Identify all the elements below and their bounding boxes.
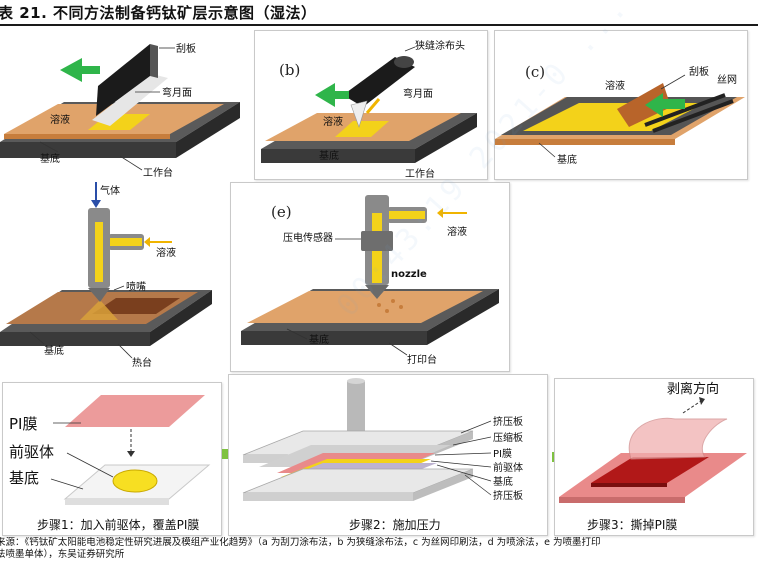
meniscus-label: 弯月面 <box>162 86 192 99</box>
step3-diagram: 剥离方向 步骤3：撕掉PI膜 <box>559 381 747 532</box>
substrate-label-b: 基底 <box>319 149 339 162</box>
figure-title: 表 21. 不同方法制备钙钛矿层示意图（湿法） <box>0 4 317 22</box>
panel-inkjet-printing: (e) 压电传感器 溶液 nozzle 基底 打印台 <box>230 182 510 372</box>
step2-panel: 挤压板 压缩板 PI膜 前驱体 基底 挤压板 步骤2：施加压力 <box>228 374 548 536</box>
inkjet-diagram: (e) 压电传感器 溶液 nozzle 基底 打印台 <box>241 195 499 366</box>
screen-print-diagram: (c) 刮板 丝网 溶液 基底 <box>495 63 745 166</box>
substrate-label-e: 基底 <box>309 333 329 346</box>
mesh-lines <box>644 93 726 127</box>
blade-label: 刮板 <box>176 42 196 55</box>
substrate-label-s1: 基底 <box>9 469 39 487</box>
step2-caption: 步骤2：施加压力 <box>349 518 441 532</box>
substrate-label-c: 基底 <box>557 153 577 166</box>
table-label: 工作台 <box>143 166 173 179</box>
precursor-label: 前驱体 <box>9 443 54 461</box>
source-line-2: 法喷墨单体），东吴证券研究所 <box>0 549 125 560</box>
pi-film <box>65 395 205 427</box>
panel-e-tag: (e) <box>271 203 292 221</box>
step2-label-4: 基底 <box>493 475 513 488</box>
spray-diagram: 气体 溶液 喷嘴 基底 热台 <box>0 182 212 369</box>
solution-label-d: 溶液 <box>156 246 176 259</box>
table-label-e: 打印台 <box>407 353 437 366</box>
substrate-label: 基底 <box>40 152 60 165</box>
meniscus-label-b: 弯月面 <box>403 87 433 100</box>
squeegee <box>617 83 671 127</box>
panel-spray-coating: 气体 溶液 喷嘴 基底 热台 <box>0 182 220 372</box>
source-note: 来源：《钙钛矿太阳能电池稳定性研究进展及模组产业化趋势》（a 为刮刀涂布法，b … <box>0 537 758 561</box>
panel-c-tag: (c) <box>525 63 545 81</box>
step2-label-2: PI膜 <box>493 448 512 460</box>
panel-slot-die-coating: (b) 狭缝涂布头 弯月面 溶液 基底 工作台 <box>254 30 488 180</box>
panel-b-tag: (b) <box>279 61 300 79</box>
panel-screen-printing: (c) 刮板 丝网 溶液 基底 <box>494 30 748 180</box>
solution-label-b: 溶液 <box>323 115 343 128</box>
pi-film-label: PI膜 <box>9 415 37 433</box>
solution-label-e: 溶液 <box>447 225 467 238</box>
peeled-pi-film <box>628 417 728 460</box>
step2-label-3: 前驱体 <box>493 461 523 474</box>
solution-label-c: 溶液 <box>605 79 625 92</box>
gas-label: 气体 <box>100 184 120 197</box>
source-line-1: 来源：《钙钛矿太阳能电池稳定性研究进展及模组产业化趋势》（a 为刮刀涂布法，b … <box>0 537 601 548</box>
move-arrow <box>60 58 100 82</box>
spray-cone <box>80 300 118 320</box>
perovskite-film <box>591 457 709 483</box>
sensor-label: 压电传感器 <box>283 231 333 244</box>
press-rod <box>347 381 365 433</box>
step2-label-5: 挤压板 <box>493 489 523 502</box>
step1-caption: 步骤1：加入前驱体，覆盖PI膜 <box>37 517 199 532</box>
nozzle-label-e: nozzle <box>391 269 427 280</box>
title-rule <box>0 24 758 26</box>
head-label: 狭缝涂布头 <box>415 39 465 52</box>
substrate-label-d: 基底 <box>44 344 64 357</box>
step2-diagram: 挤压板 压缩板 PI膜 前驱体 基底 挤压板 步骤2：施加压力 <box>242 378 523 532</box>
mesh-label: 丝网 <box>717 74 737 86</box>
step2-label-group: 挤压板 压缩板 PI膜 前驱体 基底 挤压板 <box>430 415 523 502</box>
step3-caption: 步骤3：撕掉PI膜 <box>587 518 677 532</box>
step2-label-0: 挤压板 <box>493 415 523 428</box>
blade <box>92 74 168 126</box>
blade-coating-diagram: 刮板 弯月面 溶液 基底 工作台 <box>0 42 240 179</box>
slot-die-diagram: (b) 狭缝涂布头 弯月面 溶液 基底 工作台 <box>261 39 477 180</box>
slot-die-head <box>343 57 415 107</box>
table-label-b: 工作台 <box>405 167 435 179</box>
table-label-d: 热台 <box>132 356 152 369</box>
panel-blade-coating: 刮板 弯月面 溶液 基底 工作台 <box>0 30 245 180</box>
solution-label: 溶液 <box>50 113 70 126</box>
piezo-sensor <box>361 231 393 251</box>
nozzle-label-d: 喷嘴 <box>126 281 146 293</box>
precursor-drop <box>112 469 158 493</box>
step2-label-1: 压缩板 <box>493 431 523 444</box>
step1-panel: PI膜 前驱体 基底 步骤1：加入前驱体，覆盖PI膜 <box>2 382 222 536</box>
step1-diagram: PI膜 前驱体 基底 步骤1：加入前驱体，覆盖PI膜 <box>9 395 211 532</box>
peel-direction-label: 剥离方向 <box>667 381 719 397</box>
blade-label-c: 刮板 <box>689 65 709 78</box>
step3-panel: 剥离方向 步骤3：撕掉PI膜 <box>554 378 754 536</box>
